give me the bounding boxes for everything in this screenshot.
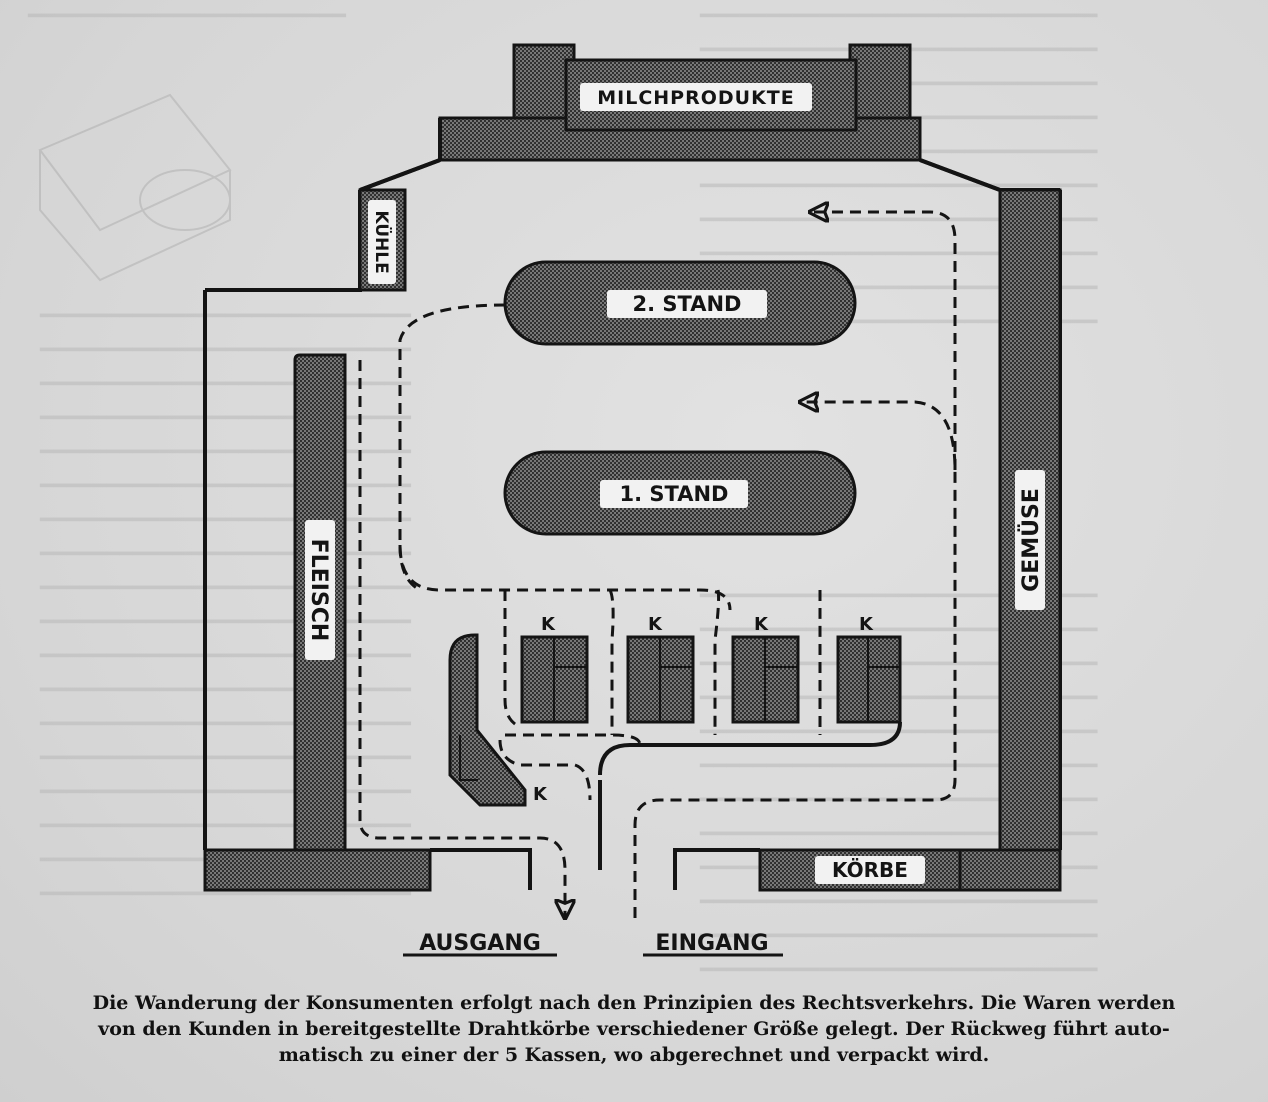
caption-line-2: von den Kunden in bereitgestellte Drahtk… [98, 1018, 1170, 1040]
eingang-label: EINGANG [655, 931, 768, 956]
stand2-label-bg [607, 290, 767, 318]
kasse-4-marker: K [859, 614, 874, 635]
kasse-1 [520, 635, 589, 724]
gemuese-label: GEMÜSE [1018, 488, 1044, 592]
milchprodukte-label-bg [580, 83, 812, 111]
kasse-3 [731, 635, 800, 724]
entrance-post-right [673, 848, 760, 890]
kasse-4 [836, 635, 902, 724]
kasse-2-marker: K [648, 614, 663, 635]
stand2-label: 2. STAND [633, 292, 742, 316]
stand1-label: 1. STAND [620, 482, 729, 506]
fleisch-label-bg [305, 520, 335, 660]
fleisch-label: FLEISCH [306, 539, 331, 642]
koerbe-label-bg [815, 856, 925, 884]
diagonal-wall [359, 158, 1001, 192]
caption-line-1: Die Wanderung der Konsumenten erfolgt na… [92, 992, 1176, 1014]
kuehle-label: KÜHLE [371, 210, 393, 273]
gemuese-label-bg [1015, 470, 1045, 610]
kasse-5 [448, 633, 527, 807]
kasse-1-marker: K [541, 614, 556, 635]
milchprodukte-label: MILCHPRODUKTE [597, 87, 795, 109]
kasse-2 [626, 635, 695, 724]
exit-post-left [430, 848, 532, 890]
right-bottom-wall [958, 848, 1062, 892]
caption-line-3: matisch zu einer der 5 Kassen, wo abgere… [278, 1044, 990, 1066]
kasse-3-marker: K [754, 614, 769, 635]
floor-plan: MILCHPRODUKTE 2. STAND 1. STAND KÜHLE FL… [38, 43, 1062, 957]
stand1-label-bg [600, 480, 748, 508]
kasse-5-marker: K [533, 784, 548, 805]
faint-sketch [38, 93, 232, 282]
bottom-left-wall [203, 848, 432, 892]
return-path-line [598, 721, 902, 776]
figure-caption: Die Wanderung der Konsumenten erfolgt na… [20, 990, 1248, 1068]
ausgang-label: AUSGANG [419, 931, 541, 956]
koerbe-label: KÖRBE [832, 858, 908, 882]
customer-route [358, 212, 957, 918]
kuehle-label-bg [368, 200, 396, 284]
